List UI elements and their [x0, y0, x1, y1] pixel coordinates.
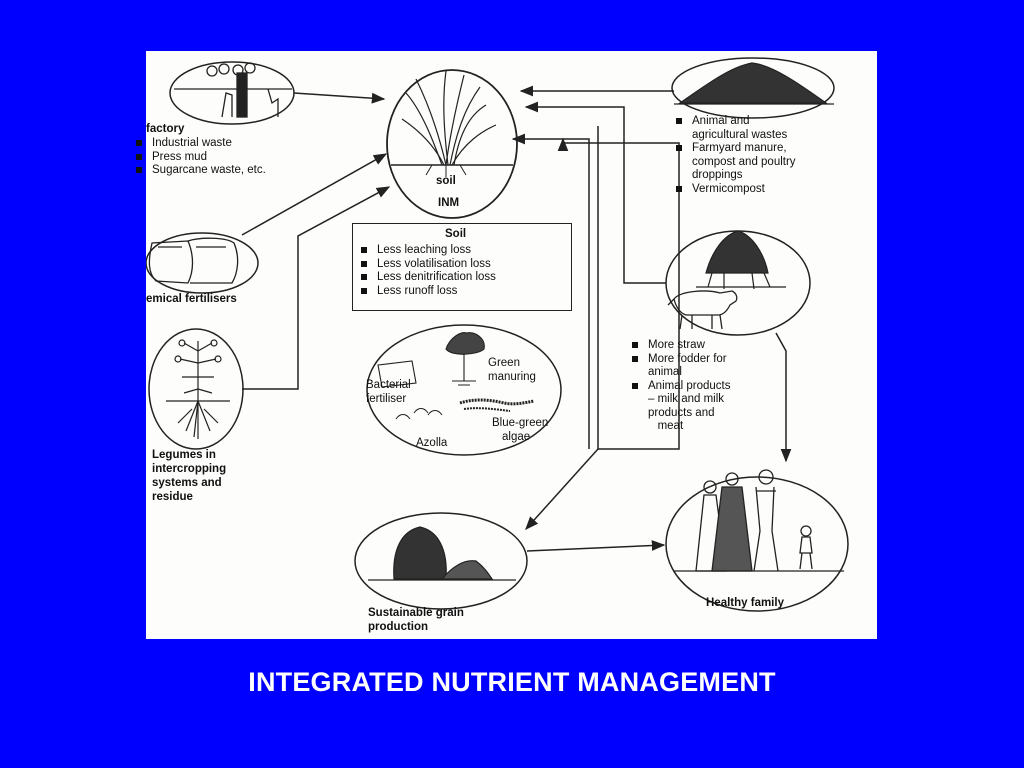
- benefit-item-cont: – milk and milk: [648, 393, 725, 405]
- arrow-livestock-family: [775, 332, 792, 463]
- inm-label: INM: [438, 197, 460, 209]
- biofert-oval: [366, 324, 562, 456]
- benefit-item: Animal products: [628, 380, 730, 394]
- legumes-line: residue: [152, 491, 193, 503]
- arrow-to-grain: [525, 448, 599, 531]
- benefit-item-cont: meat: [648, 420, 684, 432]
- cow-icon: [667, 290, 738, 330]
- legumes-line: systems and: [152, 477, 222, 489]
- legumes-line: intercropping: [152, 463, 227, 475]
- manure-heap-icon: [674, 62, 834, 105]
- factory-item: Sugarcane waste, etc.: [132, 164, 266, 178]
- family-icon: [674, 469, 844, 572]
- bacterial-line: Bacterial: [366, 379, 411, 391]
- soil-box-item: Less runoff loss: [357, 285, 496, 299]
- soil-label: soil: [436, 175, 456, 187]
- diagram-drawing: [146, 57, 849, 612]
- arrow-livestock-inm: [524, 101, 666, 284]
- grain-line: Sustainable grain: [368, 607, 464, 619]
- soil-box-item: Less denitrification loss: [357, 271, 496, 285]
- soil-box-item: Less volatilisation loss: [357, 258, 496, 272]
- arrow-grain-family: [526, 540, 666, 552]
- green-manuring-line: Green: [488, 357, 520, 369]
- animal-wastes-item: Animal and: [672, 115, 796, 129]
- benefit-item-cont: products and: [648, 406, 715, 419]
- factory-list: Industrial waste Press mud Sugarcane was…: [132, 137, 266, 178]
- animal-wastes-item: Farmyard manure,: [672, 142, 796, 156]
- slide-title: INTEGRATED NUTRIENT MANAGEMENT: [248, 667, 776, 697]
- animal-wastes-item: Vermicompost: [672, 183, 796, 197]
- haystack-icon: [696, 230, 786, 290]
- legumes-line: Legumes in: [152, 449, 216, 461]
- factory-item: Press mud: [132, 151, 266, 165]
- family-oval: [665, 476, 849, 612]
- arrow-up-inm: [511, 133, 590, 449]
- factory-item: Industrial waste: [132, 137, 266, 151]
- bacterial-line: fertiliser: [366, 393, 407, 405]
- grass-plant-icon: [391, 70, 513, 177]
- grain-heap-icon: [368, 526, 516, 581]
- arrow-legume-inm: [242, 186, 391, 390]
- flow-arrows: [241, 85, 792, 552]
- animal-wastes-list: Animal and agricultural wastes Farmyard …: [672, 115, 796, 196]
- grain-line: production: [368, 621, 429, 633]
- animal-wastes-item-cont: compost and poultry: [692, 155, 796, 168]
- fertiliser-packet-icon: [377, 360, 417, 388]
- factory-icon: [174, 62, 292, 118]
- arrow-return-loop: [557, 126, 680, 450]
- soil-benefits-box: Soil Less leaching loss Less volatilisat…: [352, 223, 572, 311]
- algae-icon: [459, 398, 535, 412]
- azolla-label: Azolla: [416, 437, 448, 449]
- healthy-family-label: Healthy family: [706, 597, 784, 609]
- green-manuring-line: manuring: [488, 371, 536, 383]
- arrow-fertiliser-inm: [241, 153, 388, 236]
- inm-diagram: soil INM factory Industrial waste Press …: [135, 51, 877, 639]
- legume-plant-icon: [166, 339, 230, 439]
- fertiliser-oval: [146, 232, 259, 294]
- benefits-list: More straw More fodder for animal Animal…: [628, 339, 730, 434]
- bga-line: Blue-green: [492, 417, 549, 429]
- chemical-fertilisers-label: emical fertilisers: [146, 293, 237, 305]
- animal-wastes-item-cont: droppings: [692, 169, 743, 181]
- fertiliser-bags-icon: [148, 237, 239, 284]
- bga-line: algae: [502, 431, 531, 443]
- azolla-icon: [395, 407, 443, 420]
- manure-oval: [671, 57, 835, 119]
- soil-box-title: Soil: [445, 228, 467, 240]
- biofert-icons: [377, 332, 535, 420]
- benefit-item: More fodder for: [628, 353, 730, 367]
- benefit-item: More straw: [628, 339, 730, 353]
- inm-oval: [386, 69, 518, 219]
- benefit-item-cont: animal: [648, 366, 682, 378]
- tree-icon: [445, 332, 485, 386]
- grain-oval: [354, 512, 528, 610]
- arrow-factory-inm: [293, 92, 386, 104]
- animal-wastes-item-cont: agricultural wastes: [692, 128, 788, 141]
- soil-box-list: Less leaching loss Less volatilisation l…: [357, 244, 496, 298]
- factory-title: factory: [146, 123, 185, 135]
- soil-box-item: Less leaching loss: [357, 244, 496, 258]
